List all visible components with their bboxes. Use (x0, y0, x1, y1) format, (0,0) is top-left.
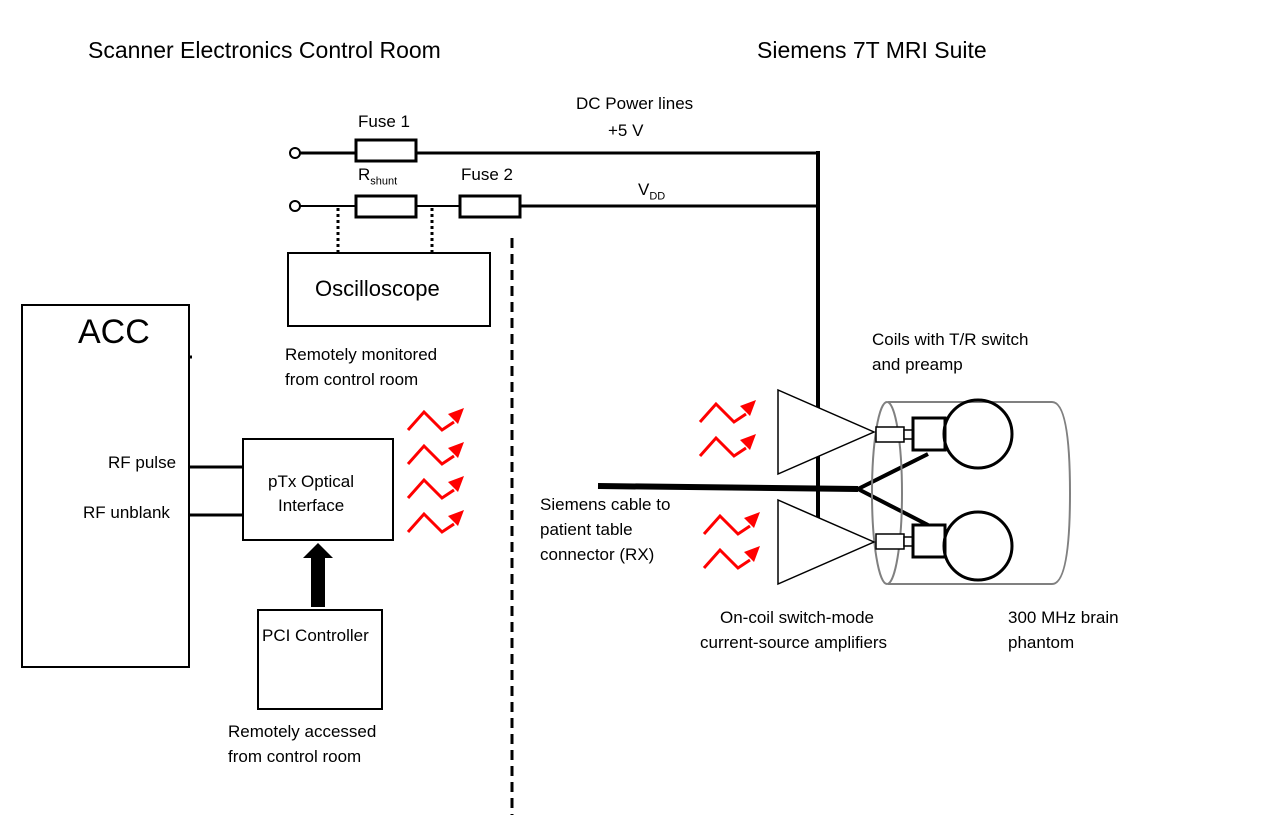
pci-arrow (303, 543, 333, 607)
optical-signal-icon (702, 544, 762, 570)
ptx-label-2: Interface (278, 496, 345, 515)
terminal-5v (289, 147, 301, 159)
phantom-cylinder (888, 401, 1072, 585)
rf-unblank-label: RF unblank (83, 503, 170, 522)
phantom-label-2: phantom (1008, 633, 1075, 652)
amplifier-label-1: On-coil switch-mode (720, 608, 874, 627)
cable-label-2: patient table (540, 520, 633, 539)
cable-label-3: connector (RX) (540, 545, 655, 564)
ptx-label-1: pTx Optical (268, 472, 354, 491)
fuse2-label: Fuse 2 (461, 165, 513, 184)
coils-label-2: and preamp (872, 355, 963, 374)
dc-power-label: DC Power lines (576, 94, 694, 113)
optical-signal-icon (702, 510, 762, 536)
oscilloscope-note-2: from control room (285, 370, 419, 389)
cable-label-1: Siemens cable to (540, 495, 671, 514)
oscilloscope-block (287, 252, 491, 327)
cable-branch (857, 452, 929, 491)
pci-controller-block (257, 609, 383, 710)
optical-signal-icon (406, 440, 466, 466)
cable-branch (857, 487, 929, 527)
pci-note-1: Remotely accessed (228, 722, 377, 741)
rf-pulse-label: RF pulse (108, 453, 177, 472)
acc-label: ACC (78, 313, 150, 351)
optical-signal-icon (406, 474, 466, 500)
vdd-label: VDD (638, 178, 665, 208)
plus5v-label: +5 V (608, 121, 644, 140)
terminal-vdd (289, 200, 301, 212)
control-room-title: Scanner Electronics Control Room (88, 37, 441, 63)
siemens-cable (597, 483, 859, 492)
coils-label-1: Coils with T/R switch (872, 330, 1029, 349)
fuse1-label: Fuse 1 (358, 112, 410, 131)
rshunt-symbol (354, 194, 418, 219)
amplifier-2 (777, 498, 876, 586)
optical-signal-icon (698, 432, 758, 458)
rshunt-main: R (358, 165, 371, 184)
oscilloscope-note-1: Remotely monitored (285, 345, 438, 364)
coil-2 (875, 510, 1014, 582)
amplifier-1 (777, 388, 876, 476)
coil-1 (875, 398, 1014, 470)
pci-note-2: from control room (228, 747, 362, 766)
vdd-sub: DD (649, 190, 666, 203)
optical-signal-icon (406, 508, 466, 534)
fuse2-symbol (458, 194, 522, 219)
optical-signal-icon (406, 406, 466, 432)
optical-signal-icon (698, 398, 758, 424)
phantom-end (871, 401, 903, 585)
ptx-optical-interface-block (242, 438, 394, 541)
phantom-label-1: 300 MHz brain (1008, 608, 1119, 627)
acc-block (21, 304, 190, 668)
fuse1-symbol (354, 138, 418, 163)
rshunt-label: Rshunt (358, 163, 397, 193)
rshunt-sub: shunt (370, 175, 398, 188)
amplifier-label-2: current-source amplifiers (700, 633, 888, 652)
oscilloscope-label: Oscilloscope (315, 276, 440, 301)
pci-label: PCI Controller (262, 626, 369, 645)
vdd-main: V (638, 180, 650, 199)
mri-suite-title: Siemens 7T MRI Suite (757, 37, 987, 63)
